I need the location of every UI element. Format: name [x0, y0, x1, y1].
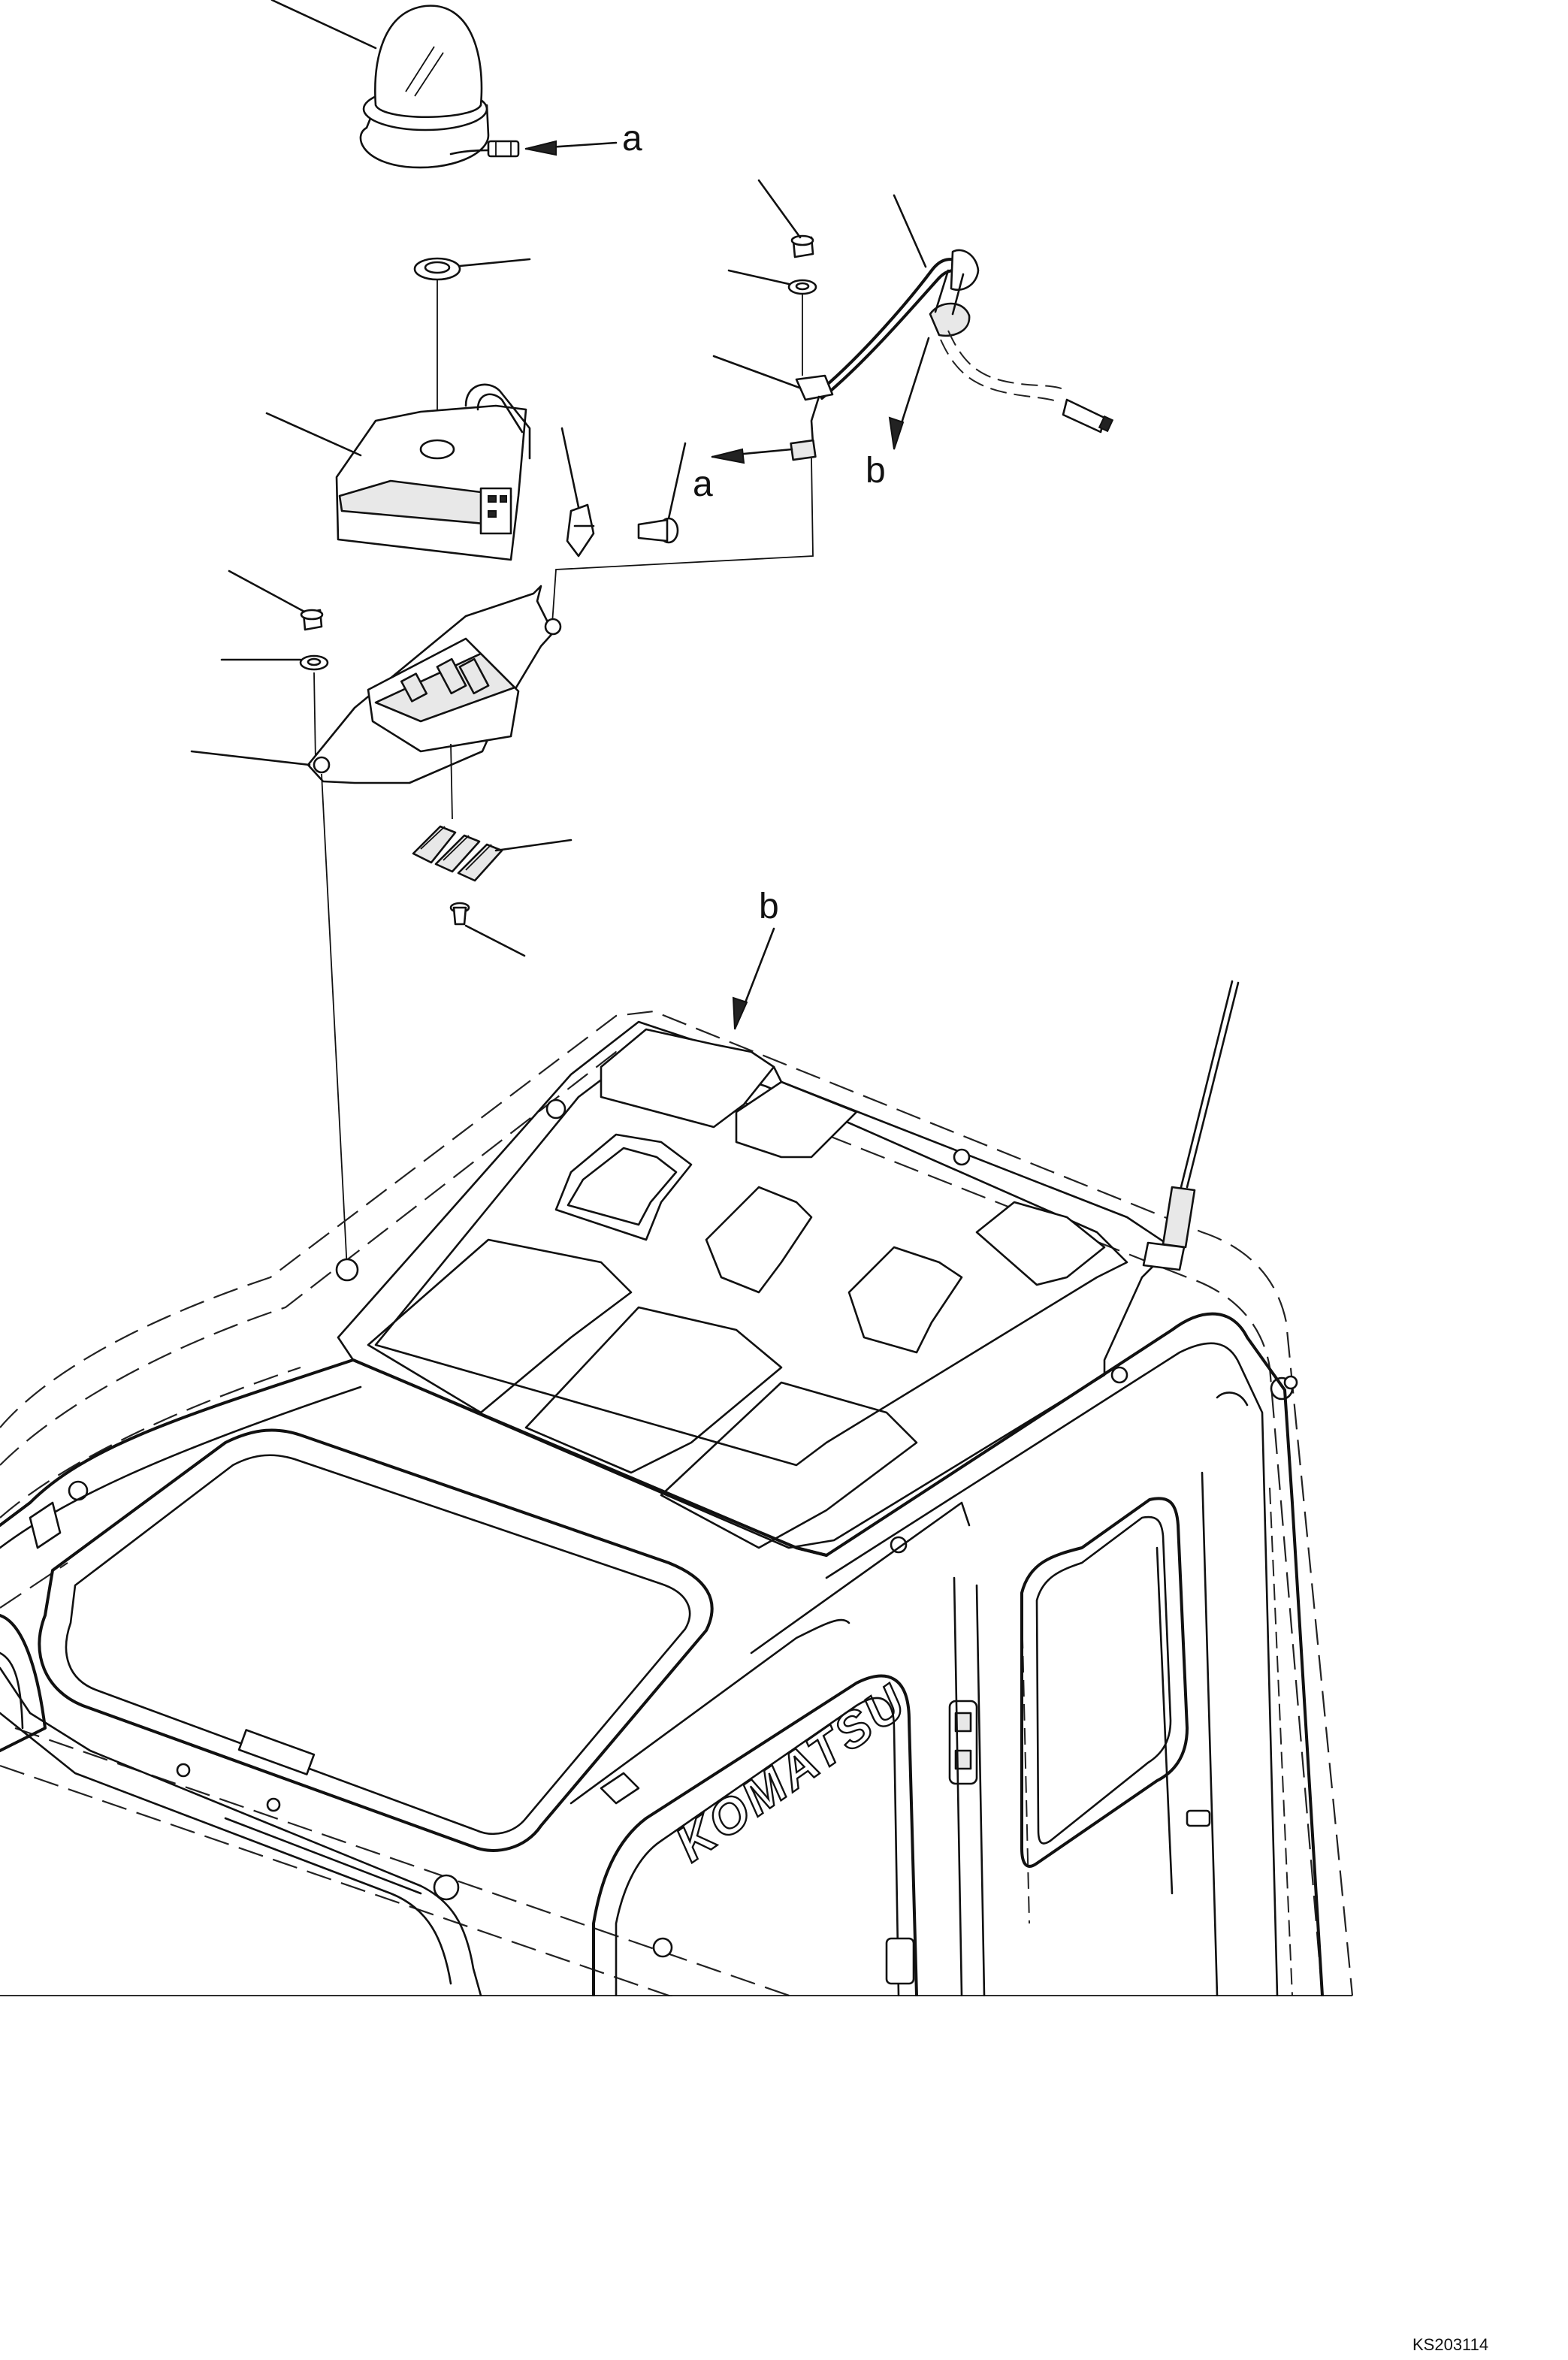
operator-cab: KOMATSU [0, 980, 1354, 2015]
lamp-mounting-bracket [265, 383, 531, 561]
door-hinge-lower [885, 1937, 915, 1985]
grommet [413, 257, 531, 447]
washer-left [220, 654, 329, 763]
callout-b-cab: b [732, 887, 779, 1030]
wire-clip [560, 427, 595, 558]
brand-logo: KOMATSU [666, 1673, 917, 1872]
callout-b-upper: b [866, 337, 930, 491]
front-window [38, 1428, 714, 1852]
mounting-bolt [637, 442, 687, 544]
mounting-plate [190, 585, 562, 820]
drawing-code: KS203114 [1412, 2335, 1488, 2354]
callout-label: a [622, 119, 642, 159]
callout-label: b [866, 451, 886, 491]
door-hinge [948, 1700, 978, 1785]
callout-a-upper: a [524, 119, 642, 159]
callout-a-middle: a [693, 448, 793, 504]
screw-bottom [449, 902, 526, 957]
washer-upper-right [727, 269, 817, 376]
bolt-upper-right [757, 179, 814, 258]
bolt-left [228, 570, 324, 631]
wiring-harness [712, 194, 1114, 461]
callout-label: a [693, 464, 713, 504]
cable-clips [412, 825, 573, 882]
radio-antenna [1142, 980, 1240, 1271]
callout-label: b [759, 887, 779, 926]
rotating-beacon-lamp [270, 0, 520, 169]
